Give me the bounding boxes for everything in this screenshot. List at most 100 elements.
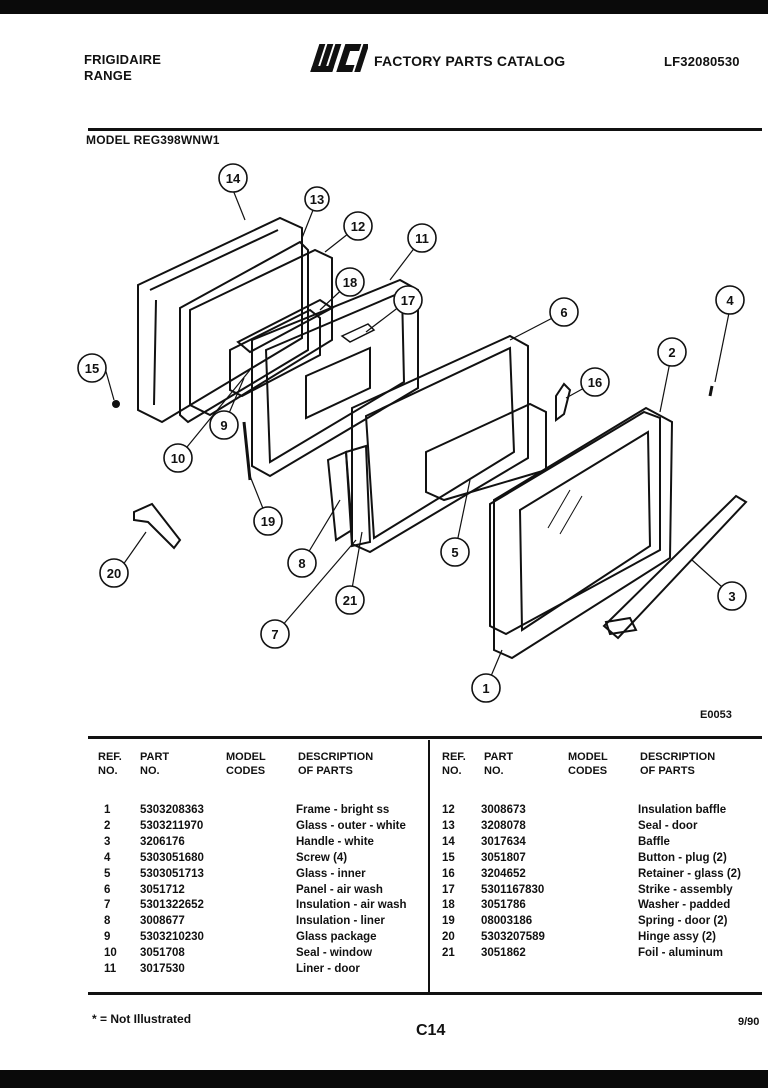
cell-desc: Handle - white [296,835,374,848]
cell-part: 3051786 [481,899,526,912]
revision-date: 9/90 [738,1016,760,1028]
callout-label: 6 [560,305,567,320]
footnote: * = Not Illustrated [92,1012,192,1026]
callout-label: 17 [401,293,415,308]
header-ref-left: REF.NO. [98,751,122,777]
cell-ref: 4 [104,851,111,864]
callout-label: 15 [85,361,99,376]
callout-label: 4 [726,293,734,308]
cell-desc: Washer - padded [638,899,731,912]
callout-label: 12 [351,219,365,234]
cell-desc: Glass package [296,931,377,944]
cell-part: 3008677 [140,915,185,928]
cell-part: 5303208363 [140,804,204,816]
cell-ref: 16 [442,867,455,880]
cell-desc: Insulation - liner [296,915,385,928]
table-top-rule [88,736,762,739]
part-11-liner [251,278,419,478]
callout-label: 3 [728,589,735,604]
cell-desc: Screw (4) [296,851,348,864]
cell-ref: 15 [442,851,455,864]
callout-label: 5 [451,545,458,560]
callout-17 [393,285,423,315]
cell-part: 3204652 [481,867,526,880]
callout-label: 7 [271,627,278,642]
cell-ref: 17 [442,883,455,896]
header-ref-right: REF.NO. [442,751,466,777]
cell-ref: 14 [442,835,455,848]
cell-ref: 18 [442,899,455,912]
cell-ref: 10 [104,947,117,960]
cell-part: 5303051680 [140,851,204,864]
catalog-title: FACTORY PARTS CATALOG [374,53,566,69]
cell-part: 3008673 [481,804,526,816]
cell-part: 3206176 [140,835,185,848]
page-code: C14 [416,1022,446,1039]
brand-name: FRIGIDAIRE [84,52,162,67]
part-13-seal [179,240,309,424]
part-8-insulation-liner [326,450,354,542]
cell-part: 3051807 [481,851,526,864]
exploded-door-diagram: 14 13 12 11 18 17 6 4 2 16 15 10 9 19 5 … [77,163,748,703]
cell-ref: 12 [442,804,455,816]
cell-part: 5301167830 [481,883,545,896]
table-bottom-rule [88,992,762,995]
callout-1 [471,673,501,703]
callout-9 [209,410,239,440]
cell-desc: Liner - door [296,963,360,975]
part-6-panel [351,334,529,554]
cell-desc: Seal - window [296,947,373,960]
document-number: LF32080530 [664,54,740,69]
callout-5 [440,537,470,567]
cell-ref: 9 [104,931,111,944]
cell-part: 3051712 [140,883,185,896]
callout-8 [287,548,317,578]
cell-part: 3051708 [140,947,185,960]
cell-ref: 19 [442,915,455,928]
diagram-code: E0053 [700,709,732,721]
cell-desc: Retainer - glass (2) [638,867,741,880]
callout-2 [657,337,687,367]
part-2-glass-outer [489,410,661,636]
cell-desc: Button - plug (2) [638,851,727,864]
callout-label: 16 [588,375,602,390]
part-14-baffle [137,216,303,424]
part-3-handle [602,494,748,640]
part-1-frame [493,406,674,660]
cell-ref: 21 [442,947,455,960]
callout-12 [343,211,373,241]
part-19-spring [242,421,252,481]
wci-logo [310,44,368,72]
cell-ref: 13 [442,819,455,832]
callout-6 [549,297,579,327]
part-9-glass-package [229,308,321,398]
callout-label: 13 [310,192,324,207]
part-12-insulation [189,248,333,417]
callout-label: 8 [298,556,305,571]
callout-18 [335,267,365,297]
cell-part: 3051862 [481,947,526,960]
callout-label: 11 [415,231,429,246]
callout-4 [715,285,745,315]
callout-21 [335,585,365,615]
callout-11 [407,223,437,253]
cell-desc: Glass - outer - white [296,819,406,832]
callout-label: 20 [107,566,121,581]
part-20-hinge [133,502,182,550]
cell-desc: Glass - inner [296,867,366,880]
cell-desc: Frame - bright ss [296,804,390,816]
cell-desc: Panel - air wash [296,883,383,896]
cell-desc: Insulation - air wash [296,899,407,912]
cell-desc: Baffle [638,835,670,848]
cell-part: 3017634 [481,835,526,848]
callout-14 [218,163,248,193]
cell-ref: 5 [104,867,111,880]
callout-label: 18 [343,275,357,290]
cell-part: 5301322652 [140,899,204,912]
